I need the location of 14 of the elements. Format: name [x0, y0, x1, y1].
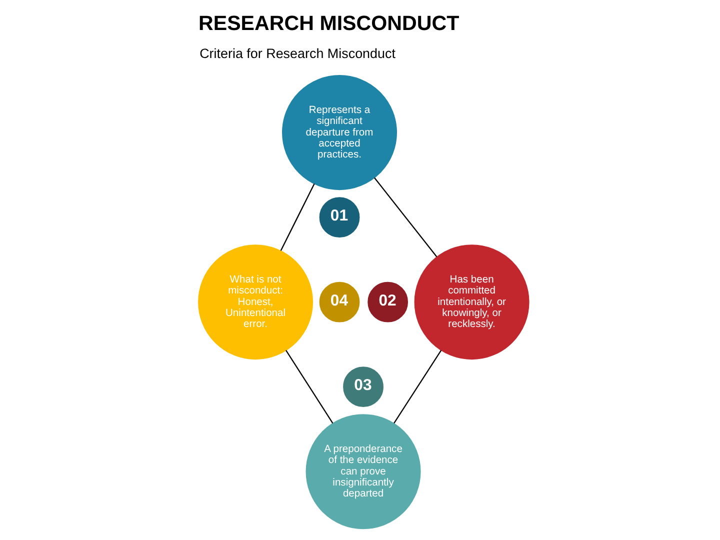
- diagram-title: RESEARCH MISCONDUCT: [198, 12, 459, 36]
- node-circle: What is not misconduct: Honest, Unintentional error.: [198, 244, 313, 360]
- node-circle: A preponderance of the evidence can prove insignificantly departed: [305, 414, 420, 530]
- node-circle: 03: [340, 364, 386, 410]
- connector: [280, 183, 314, 251]
- node-circle: Has been committed intentionally, or knowingly, or recklessly.: [414, 244, 529, 360]
- node-circle: 04: [316, 280, 362, 325]
- node-circle: 02: [364, 280, 410, 325]
- node-circle: Represents a significant departure from accepted practices.: [282, 75, 397, 190]
- node-circle: 01: [316, 194, 362, 240]
- label: Criteria for Research Misconduct: [199, 46, 395, 62]
- connector: [284, 350, 333, 424]
- connector: [373, 177, 437, 258]
- connector: [393, 350, 442, 424]
